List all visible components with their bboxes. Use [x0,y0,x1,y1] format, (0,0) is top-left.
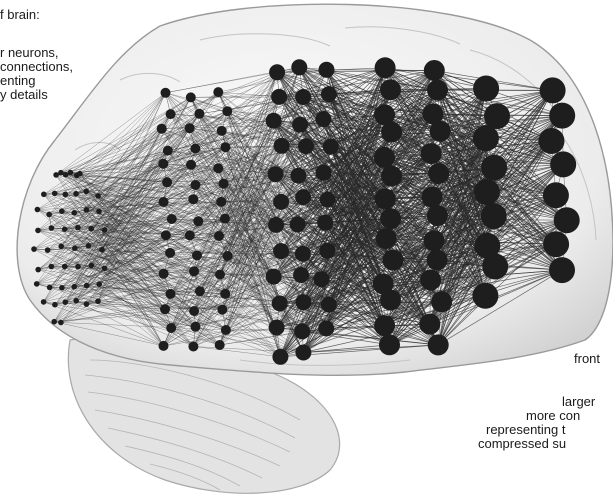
caption-br-line-5: compressed su [478,437,566,450]
caption-br-line-1: front [574,352,600,365]
caption-br-line-3: more con [526,409,580,422]
caption-br-line-2: larger [562,395,595,408]
caption-br-line-4: representing t [486,423,566,436]
